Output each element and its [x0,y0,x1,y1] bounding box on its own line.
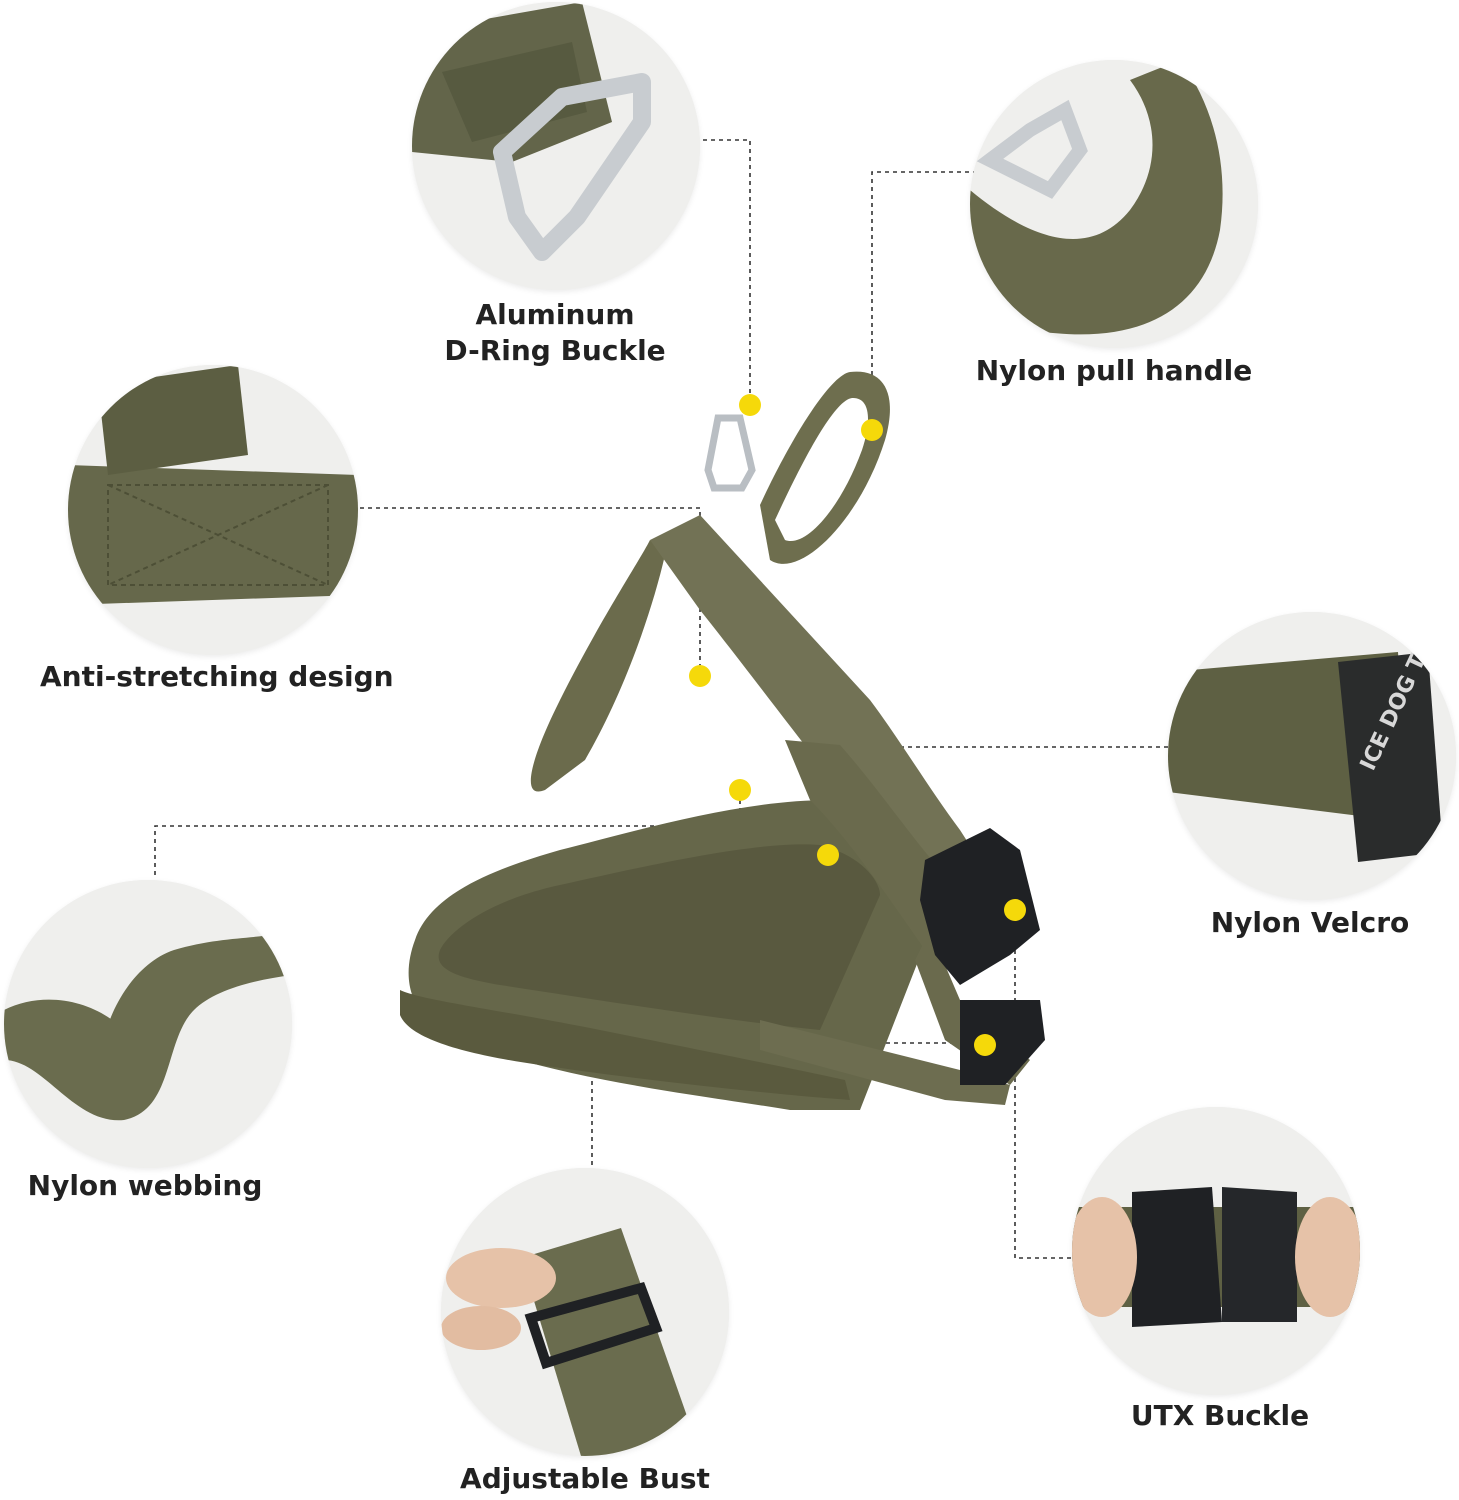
anti-stretch-photo [68,365,358,655]
hotspot-bust [974,1034,996,1056]
label-d-ring-line1: Aluminum [475,298,635,331]
bust-photo [441,1168,729,1456]
callout-line-anti-stretch [360,507,701,676]
label-velcro: Nylon Velcro [1210,906,1410,939]
callout-line-webbing [154,790,741,875]
hotspot-utx [1004,899,1026,921]
hotspot-anti-stretch [689,665,711,687]
label-webbing: Nylon webbing [27,1169,263,1202]
label-utx: UTX Buckle [1130,1399,1310,1432]
webbing-photo [4,880,292,1168]
detail-circle-velcro: ICE DOG TRAINING [1168,612,1456,900]
callout-line-handle [871,171,985,425]
detail-circle-bust [441,1168,729,1456]
detail-circle-pull-handle [970,60,1258,348]
detail-circle-utx [1072,1107,1360,1395]
hotspot-handle [861,419,883,441]
detail-circle-anti-stretch [68,365,358,655]
hotspot-webbing [729,779,751,801]
label-bust: Adjustable Bust [460,1462,710,1495]
label-anti-stretch: Anti-stretching design [40,660,394,693]
hotspot-d-ring [739,394,761,416]
label-pull-handle: Nylon pull handle [975,354,1253,387]
callout-line-d-ring [703,139,751,400]
utx-photo [1072,1107,1360,1395]
label-d-ring-line2: D-Ring Buckle [444,334,666,367]
pull-handle-photo [970,60,1258,348]
d-ring-photo [412,2,700,290]
hotspot-velcro [817,844,839,866]
detail-circle-webbing [4,880,292,1168]
callout-line-utx [1014,910,1075,1259]
harness [400,371,1045,1110]
detail-circle-d-ring [412,2,700,290]
velcro-photo: ICE DOG TRAINING [1168,612,1456,900]
label-d-ring: Aluminum D-Ring Buckle [440,297,670,369]
